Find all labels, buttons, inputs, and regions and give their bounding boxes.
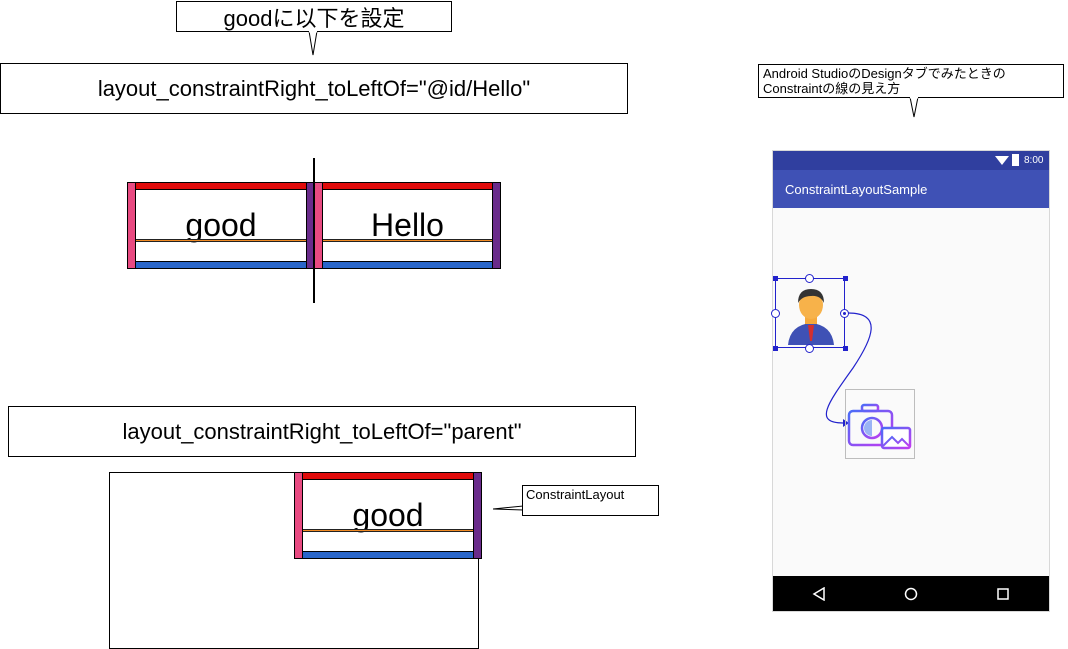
- top-callout: goodに以下を設定: [176, 1, 452, 32]
- resize-handle-top-left[interactable]: [773, 276, 778, 281]
- layout-canvas[interactable]: [771, 208, 1049, 577]
- attribute-text-parent: layout_constraintRight_toLeftOf="parent": [122, 418, 522, 444]
- studio-callout-line2: Constraintの線の見え方: [763, 81, 901, 96]
- widget-label: good: [352, 497, 424, 533]
- top-callout-text: goodに以下を設定: [223, 5, 405, 31]
- top-constraint-handle: [323, 183, 492, 190]
- widget-label: good: [185, 207, 257, 243]
- image-view-avatar[interactable]: [775, 278, 845, 348]
- person-icon: [788, 289, 834, 345]
- parent-callout-pointer: [493, 505, 524, 511]
- parent-callout-text: ConstraintLayout: [526, 487, 625, 502]
- resize-handle-top-right[interactable]: [843, 276, 848, 281]
- battery-icon: [1012, 154, 1019, 166]
- anchor-bottom[interactable]: [805, 344, 814, 353]
- wifi-icon: [995, 156, 1009, 165]
- constraint-connection-line: [825, 312, 872, 427]
- right-constraint-handle: [492, 183, 500, 268]
- widget-label: Hello: [371, 207, 444, 243]
- top-constraint-handle: [136, 183, 306, 190]
- status-bar: 8:00: [773, 151, 1049, 170]
- top-constraint-handle: [303, 473, 473, 480]
- home-icon[interactable]: [904, 587, 918, 601]
- navigation-bar: [773, 576, 1049, 611]
- left-constraint-handle: [315, 183, 323, 268]
- attribute-text-hello: layout_constraintRight_toLeftOf="@id/Hel…: [97, 75, 531, 101]
- attribute-box-hello: layout_constraintRight_toLeftOf="@id/Hel…: [0, 63, 628, 114]
- right-constraint-handle: [473, 473, 481, 558]
- resize-handle-bottom-left[interactable]: [773, 346, 778, 351]
- constraint-guide-line: [313, 158, 315, 303]
- recents-icon[interactable]: [996, 587, 1010, 601]
- app-title: ConstraintLayoutSample: [785, 181, 928, 197]
- right-constraint-handle: [306, 183, 314, 268]
- bottom-constraint-handle: [323, 261, 492, 268]
- camera-icon: [847, 403, 912, 450]
- top-callout-tail: [308, 31, 318, 56]
- studio-callout-tail: [909, 97, 919, 118]
- phone-preview: 8:00 ConstraintLayoutSample: [771, 150, 1050, 612]
- anchor-top[interactable]: [805, 274, 814, 283]
- parent-callout: ConstraintLayout: [522, 485, 659, 516]
- attribute-box-parent: layout_constraintRight_toLeftOf="parent": [8, 406, 636, 457]
- back-icon[interactable]: [812, 586, 826, 601]
- app-bar: ConstraintLayoutSample: [773, 170, 1049, 208]
- baseline-handle: [136, 239, 306, 242]
- left-constraint-handle: [128, 183, 136, 268]
- studio-callout-line1: Android StudioのDesignタブでみたときの: [763, 66, 1006, 81]
- baseline-handle: [323, 239, 492, 242]
- widget-good-parent[interactable]: good: [294, 472, 482, 559]
- status-time: 8:00: [1024, 155, 1044, 166]
- resize-handle-bottom-right[interactable]: [843, 346, 848, 351]
- bottom-constraint-handle: [136, 261, 306, 268]
- studio-callout: Android StudioのDesignタブでみたときの Constraint…: [758, 64, 1064, 98]
- bottom-constraint-handle: [303, 551, 473, 558]
- anchor-left[interactable]: [771, 309, 780, 318]
- baseline-handle: [303, 529, 473, 532]
- widget-good[interactable]: good: [127, 182, 315, 269]
- left-constraint-handle: [295, 473, 303, 558]
- widget-hello[interactable]: Hello: [314, 182, 501, 269]
- image-view-camera[interactable]: [845, 389, 915, 459]
